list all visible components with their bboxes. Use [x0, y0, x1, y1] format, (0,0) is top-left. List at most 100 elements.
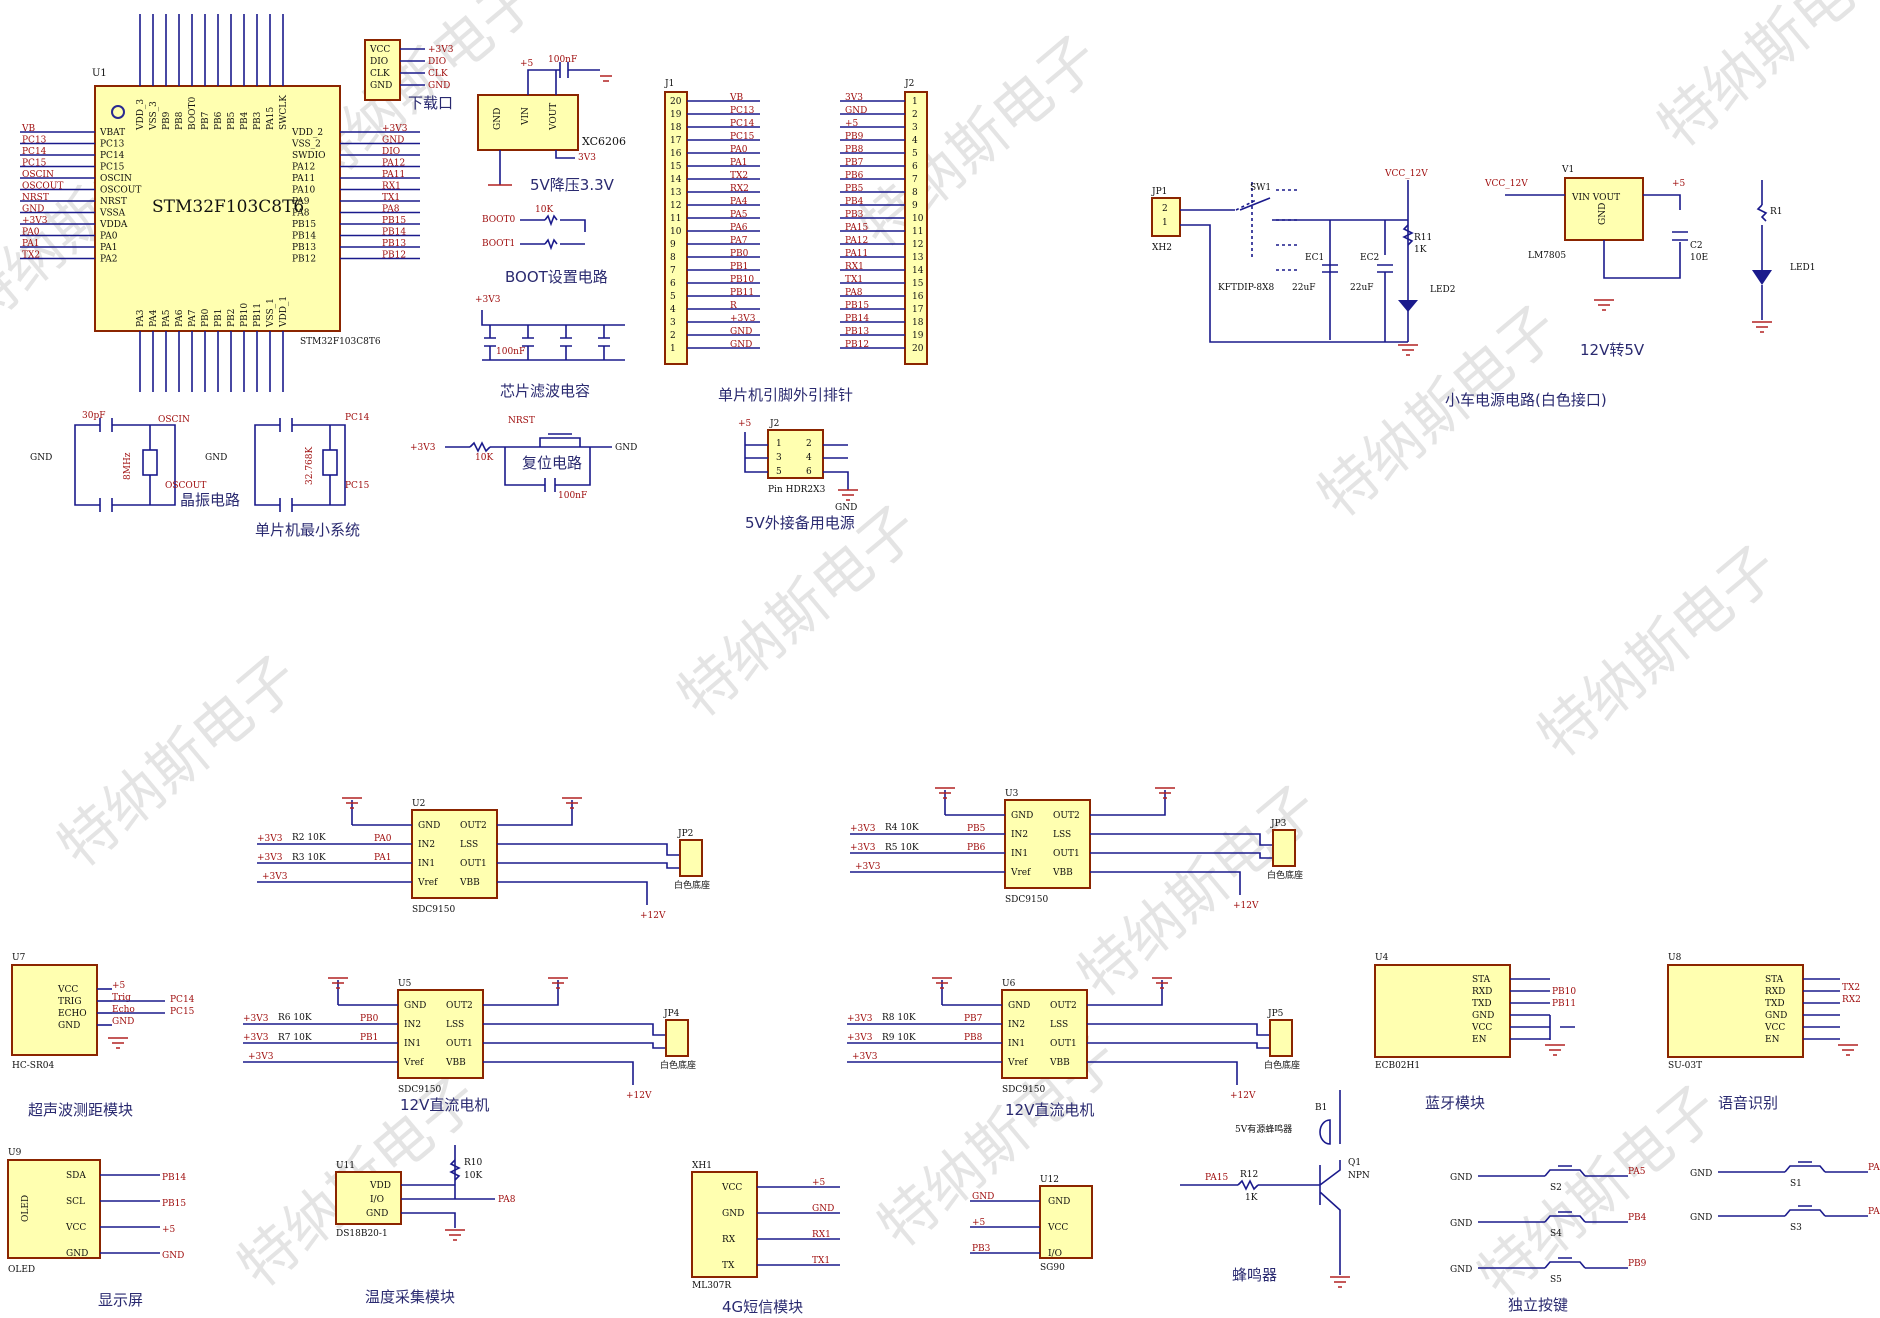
voice-ref: U8 — [1668, 953, 1682, 963]
ds-ref: U11 — [336, 1161, 355, 1171]
jp1-pin-2: 2 — [1162, 204, 1168, 214]
driver-pin-right: VBB — [1052, 868, 1073, 878]
ext-power-pin-3: 3 — [776, 453, 782, 463]
gsm-net: RX1 — [812, 1230, 831, 1240]
driver-pin-left: IN1 — [418, 859, 435, 869]
mcu-right-pin: PA9 — [292, 197, 310, 207]
ds-part: DS18B20-1 — [336, 1229, 388, 1239]
mcu-left-net: PA0 — [22, 228, 40, 238]
title-min-system: 单片机最小系统 — [255, 521, 360, 539]
header-right-num: 1 — [912, 97, 918, 107]
watermark-11: 特纳斯电子 — [1465, 1072, 1731, 1311]
driver-left-wires — [257, 800, 412, 883]
driver-left-wires — [850, 790, 1005, 873]
driver-vcc: +3V3 — [847, 1033, 873, 1043]
driver-pin-right: VBB — [1049, 1058, 1070, 1068]
mcu-bottom-pin: VDD_1 — [279, 296, 289, 328]
buzzer-net: PA15 — [1205, 1173, 1228, 1183]
header-right — [904, 91, 928, 365]
mcu-right-net: TX1 — [382, 193, 400, 203]
driver-chip — [1001, 989, 1088, 1079]
driver-r2: R5 10K — [885, 843, 919, 853]
crystal-8mhz: 8MHz — [123, 452, 133, 480]
mcu-left-net: +3V3 — [22, 216, 48, 226]
mcu-top-pin: PB6 — [214, 111, 224, 130]
ext-power-pin-4: 4 — [806, 453, 812, 463]
gsm-part: ML307R — [692, 1281, 731, 1291]
header-right-net: RX1 — [845, 262, 864, 272]
reg-ref: V1 — [1561, 165, 1574, 175]
ec1-ref: EC1 — [1305, 253, 1324, 263]
ext-power-pin-2: 2 — [806, 439, 812, 449]
driver-part: SDC9150 — [1002, 1085, 1045, 1095]
driver-connector — [665, 1019, 689, 1057]
mcu-right-net: PA11 — [382, 170, 405, 180]
header-left-num: 10 — [670, 227, 682, 237]
reg-5v: V1 VIN VOUT GND LM7805 C2 10E VCC_12V +5… — [1484, 165, 1816, 359]
gsm-net: TX1 — [812, 1256, 830, 1266]
capacitor-icon — [1672, 231, 1688, 241]
header-left-net: PB1 — [730, 262, 748, 272]
mcu-left-net: OSCIN — [22, 170, 54, 180]
ext-power-part: Pin HDR2X3 — [768, 485, 826, 495]
sw-part: KFTDIP-8X8 — [1218, 283, 1274, 293]
driver-ref: U5 — [398, 979, 412, 989]
gsm-chip — [691, 1171, 758, 1278]
header-left-num: 13 — [670, 188, 682, 198]
us-mcu: PC14 — [170, 995, 195, 1005]
ldo-name: XC6206 — [582, 135, 626, 148]
driver-connector — [679, 839, 703, 877]
header-left-num: 1 — [670, 344, 676, 354]
ds-chip — [335, 1171, 402, 1225]
header-right-net: +5 — [845, 119, 859, 129]
ldo-out: 3V3 — [578, 153, 596, 163]
driver-part: SDC9150 — [412, 905, 455, 915]
mcu-left-net: PC13 — [22, 136, 47, 146]
ground-icon — [1398, 344, 1418, 356]
c2-ref: C2 — [1690, 241, 1703, 251]
title-buttons: 独立按键 — [1508, 1296, 1568, 1314]
voice-part: SU-03T — [1668, 1061, 1702, 1071]
oled-ref: U9 — [8, 1148, 22, 1158]
resistor-icon — [1237, 1179, 1259, 1191]
driver-right-wires — [1090, 790, 1273, 895]
voice-net: TX2 — [1842, 983, 1860, 993]
header-right-num: 4 — [912, 136, 918, 146]
motor-driver: U3GNDIN2IN1VrefOUT2LSSOUT1VBBSDC9150+3V3… — [850, 787, 1303, 911]
voice-net: RX2 — [1842, 995, 1861, 1005]
header-left-num: 6 — [670, 279, 676, 289]
ground-icon — [445, 1229, 465, 1241]
jp1-header — [1151, 197, 1181, 237]
bt-net: PB10 — [1552, 987, 1576, 997]
key-gnd: GND — [1690, 1169, 1712, 1179]
ds-rval: 10K — [464, 1171, 482, 1181]
crystal-pc14: PC14 — [345, 413, 370, 423]
buzzer-icon — [1319, 1119, 1341, 1145]
driver-jp: JP2 — [677, 829, 693, 839]
mcu-bottom-pin: PA7 — [188, 309, 198, 327]
module-pin: RXD — [1472, 987, 1492, 997]
header-left-net: PC13 — [730, 106, 755, 116]
oled-net: GND — [162, 1251, 184, 1261]
header-left-net: PC14 — [730, 119, 755, 129]
header-right-net: GND — [845, 106, 867, 116]
ground-icon — [108, 1037, 128, 1049]
module-pin: GND — [58, 1021, 80, 1031]
header-right-net: PB12 — [845, 340, 869, 350]
module-pin: I/O — [1048, 1249, 1062, 1259]
ec2-val: 22uF — [1350, 283, 1374, 293]
bt-ref: U4 — [1375, 953, 1389, 963]
motor-drivers: U2GNDIN2IN1VrefOUT2LSSOUT1VBBSDC9150+3V3… — [243, 787, 1303, 1101]
driver-pin-left: GND — [404, 1001, 426, 1011]
mcu-left-net: TX2 — [22, 251, 40, 261]
reset-vcc: +3V3 — [410, 443, 436, 453]
r11-ref: R11 — [1414, 233, 1432, 243]
header-left-net: VB — [729, 93, 743, 103]
ext-power: J2 Pin HDR2X3 +5 1 2 3 4 5 6 GND 5V外接备用电… — [738, 419, 858, 532]
c2-val: 10E — [1690, 253, 1708, 263]
header-left-net: R — [730, 301, 737, 311]
